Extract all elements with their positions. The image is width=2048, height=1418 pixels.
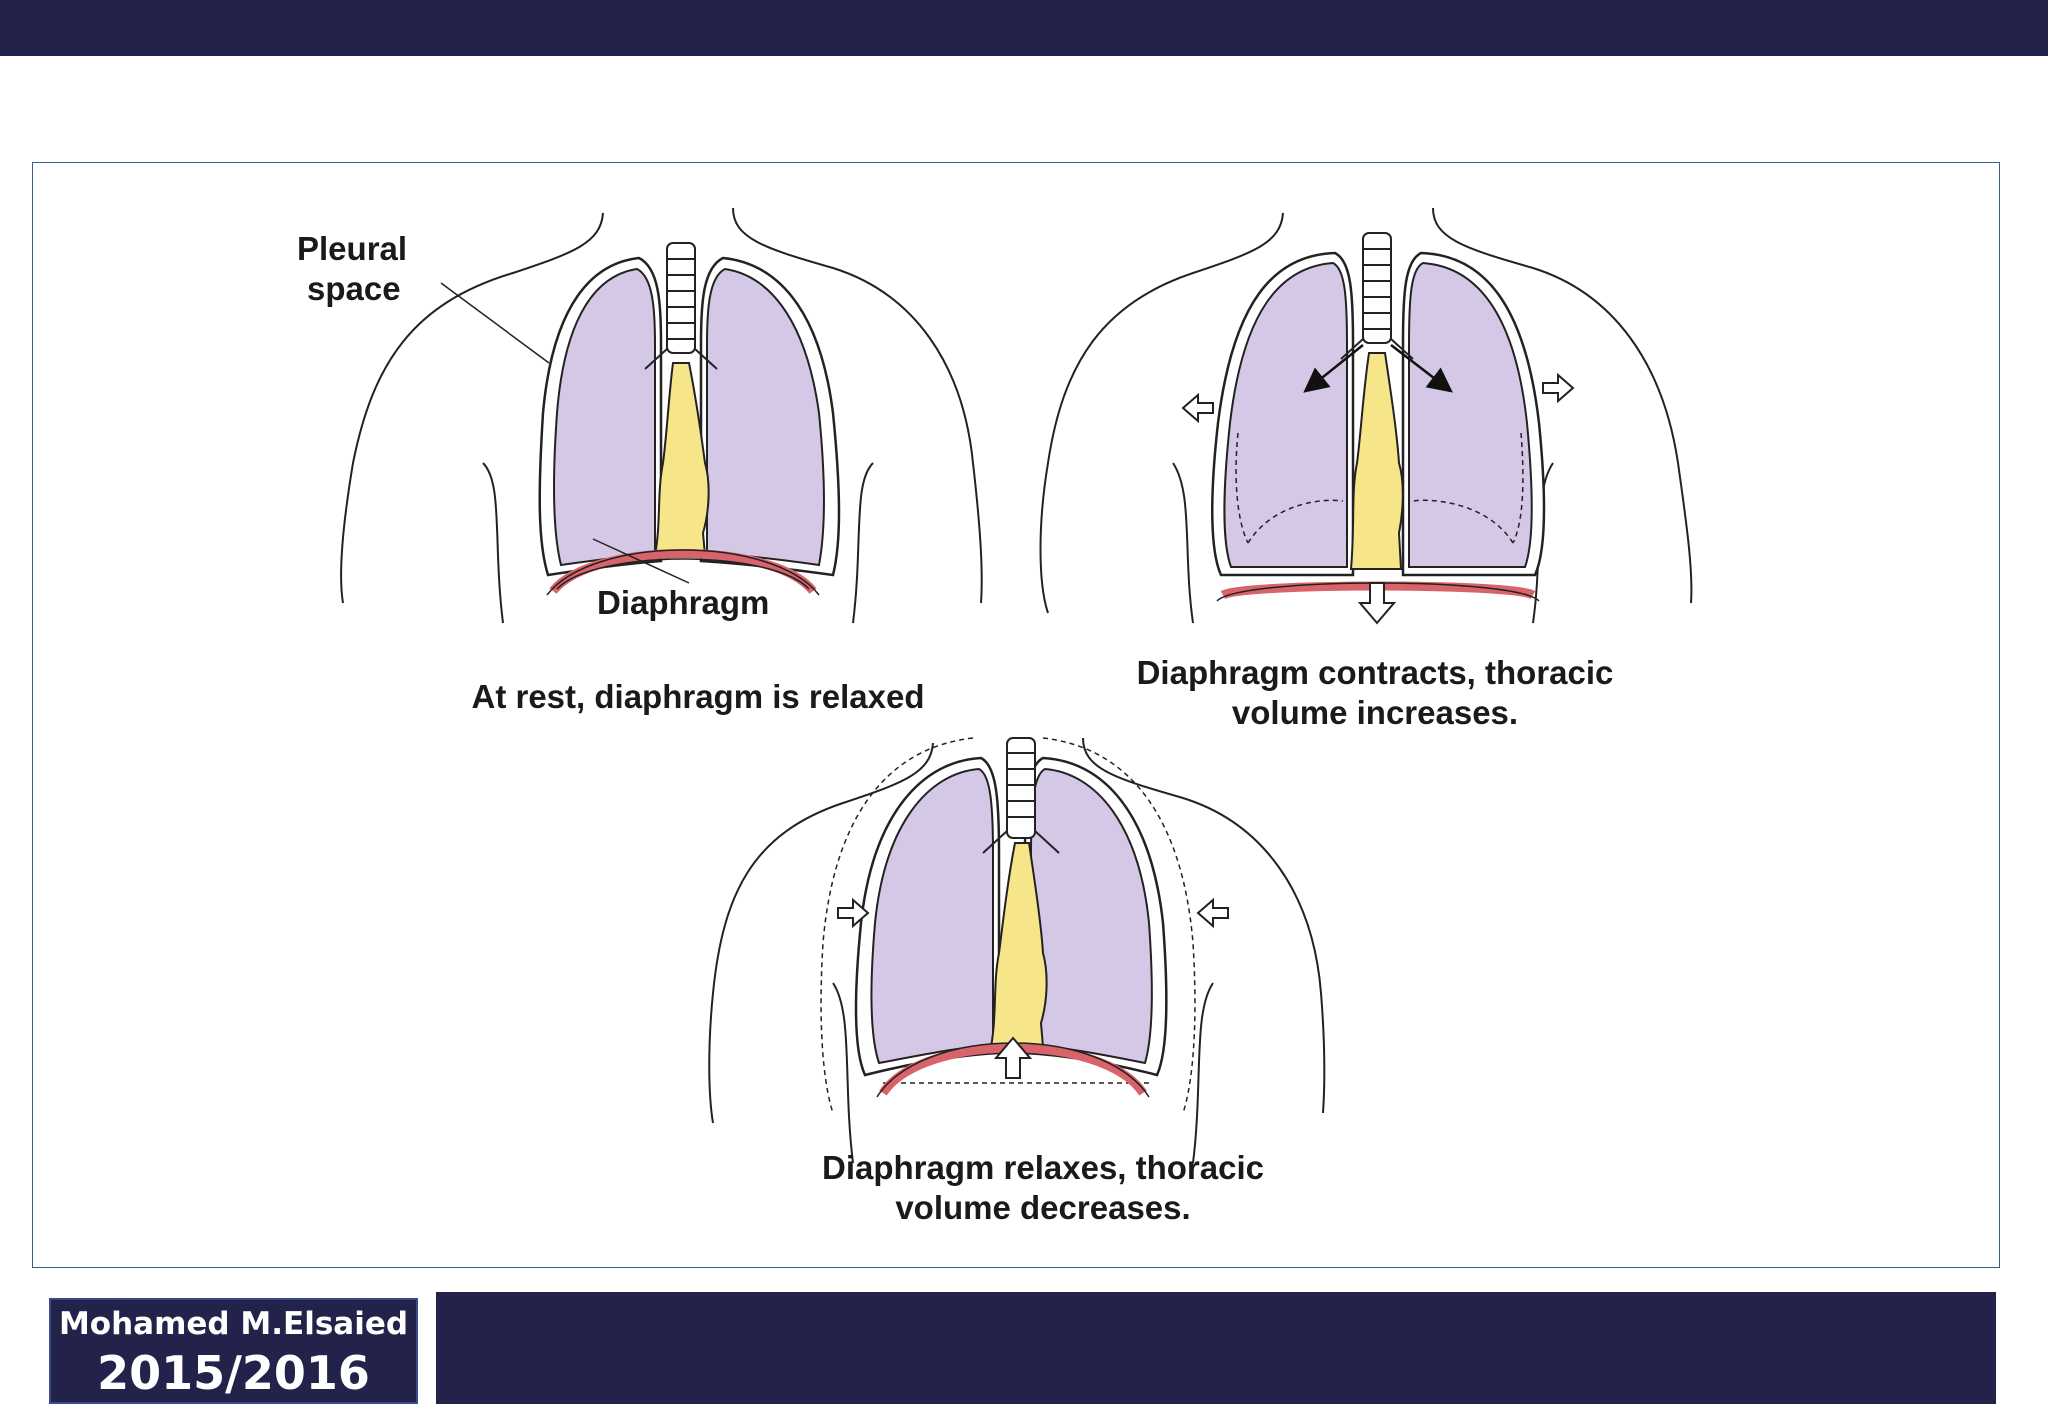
caption-contracts-line1: Diaphragm contracts, thoracic <box>1136 654 1614 691</box>
footer-author-box: Mohamed M.Elsaied 2015/2016 <box>49 1298 418 1404</box>
leader-line-diaphragm <box>592 538 690 584</box>
arrow-right-exhale <box>837 897 870 929</box>
lung-right-exhale <box>1030 767 1153 1065</box>
trachea-exhale <box>982 737 1060 854</box>
top-header-bar <box>0 0 2048 56</box>
lung-right-inhale <box>1408 261 1533 568</box>
trachea-rest <box>644 242 718 370</box>
mediastinum-inhale <box>1349 352 1404 570</box>
arrow-up-exhale <box>993 1036 1033 1079</box>
diaphragm-rest <box>549 549 817 595</box>
caption-at-rest: At rest, diaphragm is relaxed <box>471 678 925 715</box>
panel-inhalation <box>1039 207 1693 625</box>
lung-left-exhale <box>870 767 994 1065</box>
leader-line-pleural <box>440 282 550 364</box>
panel-at-rest <box>340 207 983 624</box>
lung-left-inhale <box>1223 261 1348 568</box>
torso-outline-rest <box>340 212 604 604</box>
label-pleural-space: Pleural space <box>297 229 407 309</box>
label-pleural-line2: space <box>307 270 401 307</box>
label-pleural-line1: Pleural <box>297 230 408 267</box>
caption-relaxes-line2: volume decreases. <box>895 1189 1191 1226</box>
breathing-diagram-figure: Pleural space Diaphragm At rest, diaphra… <box>32 162 2000 1268</box>
trachea-inhale <box>1340 232 1414 360</box>
breathing-diagram-svg <box>340 207 1693 1164</box>
arrow-down-inhale <box>1357 582 1397 625</box>
lung-left-rest <box>552 267 656 567</box>
arrow-right-inhale <box>1542 372 1575 404</box>
label-diaphragm: Diaphragm <box>597 584 770 621</box>
caption-relaxes-line1: Diaphragm relaxes, thoracic <box>821 1149 1265 1186</box>
caption-diaphragm-contracts: Diaphragm contracts, thoracic volume inc… <box>1115 653 1635 733</box>
lung-right-rest <box>706 267 825 567</box>
arrow-left-exhale <box>1196 897 1229 929</box>
panel-exhalation <box>708 737 1326 1164</box>
footer-bar <box>436 1292 1996 1404</box>
author-name: Mohamed M.Elsaied <box>58 1306 409 1342</box>
academic-year: 2015/2016 <box>97 1346 370 1400</box>
arrow-left-inhale <box>1181 392 1214 424</box>
caption-contracts-line2: volume increases. <box>1231 694 1519 731</box>
caption-diaphragm-relaxes: Diaphragm relaxes, thoracic volume decre… <box>793 1148 1293 1228</box>
